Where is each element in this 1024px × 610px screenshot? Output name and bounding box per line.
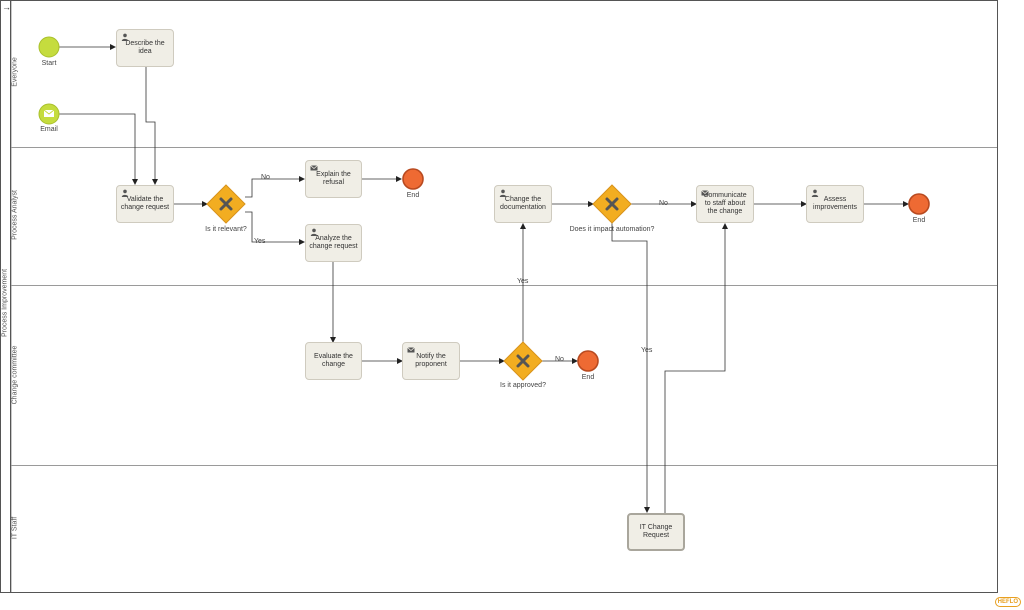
task-label: Assess improvements: [813, 196, 857, 211]
end-event-refusal: [402, 168, 424, 190]
task-describe-idea[interactable]: Describe the idea: [116, 29, 174, 67]
heflo-logo: HEFLO: [994, 597, 1021, 607]
user-icon: [121, 189, 129, 197]
task-evaluate-change[interactable]: Evaluate the change: [305, 342, 362, 380]
flow-label-no: No: [659, 200, 668, 207]
flow-email-to-validate: [59, 113, 138, 185]
task-label: Validate the change request: [120, 196, 170, 211]
task-notify-proponent[interactable]: Notify the proponent: [402, 342, 460, 380]
user-icon: [310, 228, 318, 236]
task-label: Evaluate the change: [314, 353, 353, 368]
end-event-label: End: [912, 217, 926, 224]
task-label: Change the documentation: [500, 196, 546, 211]
x-icon: [605, 197, 619, 211]
envelope-icon: [701, 190, 709, 196]
lane-divider: [11, 147, 998, 148]
end-event-committee: [577, 350, 599, 372]
task-label: Notify the proponent: [415, 353, 447, 368]
task-label: Communicate to staff about the change: [703, 192, 747, 215]
arrow-right-icon[interactable]: →: [2, 2, 11, 12]
task-label: Explain the refusal: [316, 171, 351, 186]
flow-label-no: No: [555, 356, 564, 363]
task-change-documentation[interactable]: Change the documentation: [494, 185, 552, 223]
flow-it-to-communicate: [664, 223, 728, 521]
lane-header-separator: [11, 0, 12, 593]
end-event-label: End: [581, 374, 595, 381]
end-event-label: End: [406, 192, 420, 199]
user-icon: [811, 189, 819, 197]
task-analyze-request[interactable]: Analyze the change request: [305, 224, 362, 262]
flow-label-yes: Yes: [517, 278, 529, 285]
email-event-label: Email: [40, 126, 58, 133]
gateway-impact-automation: [592, 184, 632, 224]
gateway-label: Is it approved?: [500, 382, 546, 389]
user-icon: [499, 189, 507, 197]
gateway-is-approved: [503, 341, 543, 381]
task-assess-improvements[interactable]: Assess improvements: [806, 185, 864, 223]
task-label: Describe the idea: [125, 40, 165, 55]
task-it-change-request[interactable]: IT Change Request: [627, 513, 685, 551]
flow-describe-to-validate: [145, 67, 158, 185]
flow-relevant-no: [245, 176, 305, 198]
start-event: [38, 36, 60, 58]
flow-label-yes: Yes: [641, 347, 653, 354]
task-label: IT Change Request: [639, 524, 673, 539]
start-event-label: Start: [41, 60, 57, 67]
envelope-icon: [407, 347, 415, 353]
task-explain-refusal[interactable]: Explain the refusal: [305, 160, 362, 198]
x-icon: [219, 197, 233, 211]
flow-label-no: No: [261, 174, 270, 181]
envelope-icon: [43, 109, 55, 117]
gateway-label: Is it relevant?: [205, 226, 247, 233]
gateway-label: Does it impact automation?: [569, 226, 655, 233]
flow-label-yes: Yes: [254, 238, 266, 245]
lane-divider: [11, 285, 998, 286]
x-icon: [516, 354, 530, 368]
end-event-final: [908, 193, 930, 215]
user-icon: [121, 33, 129, 41]
gateway-is-relevant: [206, 184, 246, 224]
flow-relevant-yes: [245, 211, 305, 245]
lane-divider: [11, 465, 998, 466]
task-communicate-staff[interactable]: Communicate to staff about the change: [696, 185, 754, 223]
envelope-icon: [310, 165, 318, 171]
task-label: Analyze the change request: [309, 235, 358, 250]
flow-automation-yes: [611, 223, 650, 513]
task-validate-request[interactable]: Validate the change request: [116, 185, 174, 223]
